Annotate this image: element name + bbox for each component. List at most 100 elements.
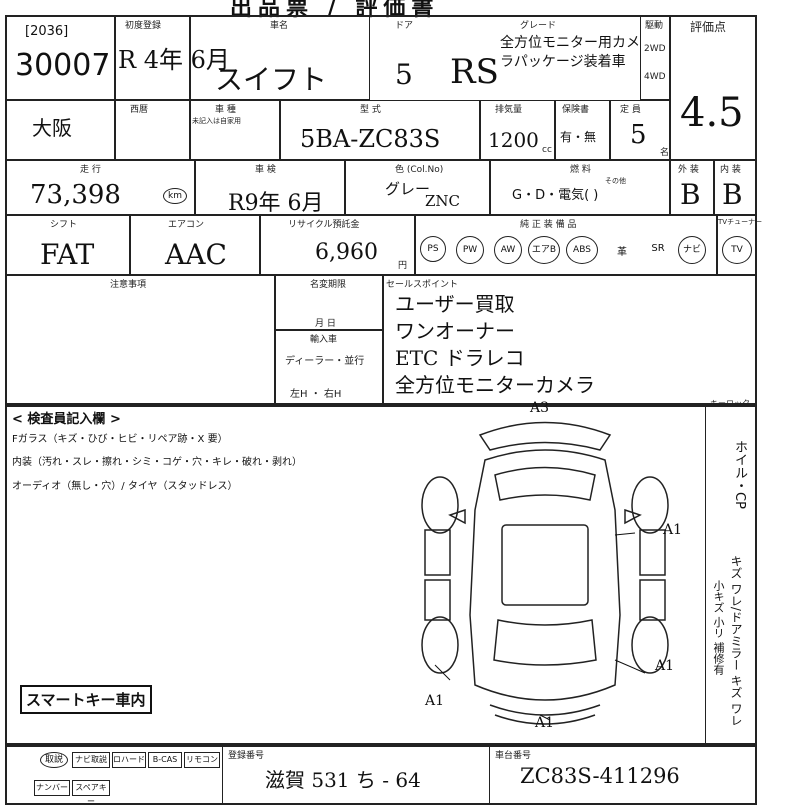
inspection-box: [195, 160, 345, 215]
aircon-box: [130, 215, 260, 275]
west-label: 西暦: [130, 105, 149, 115]
car-name-value: スイフト: [215, 63, 328, 96]
inspection-label: 車 検: [255, 165, 276, 175]
fuel-box: [490, 160, 670, 215]
damage-a3: A3: [530, 400, 550, 416]
lot-box: [5, 15, 115, 100]
sales-point-4: 全方位モニターカメラ: [395, 373, 595, 397]
fuel-options: G・D・電気( ): [512, 188, 599, 203]
tv-box: [717, 215, 757, 275]
inspector-heading: < 検査員記入欄 >: [12, 412, 121, 427]
interior-value: B: [722, 178, 743, 211]
sales-point-1: ユーザー買取: [395, 292, 515, 316]
car-name-box: [190, 15, 370, 100]
first-reg-value: R 4年 6月: [118, 46, 230, 74]
ins-box: [555, 100, 610, 160]
interior-label: 内 装: [720, 165, 741, 175]
cap-label: 定 員: [620, 105, 641, 115]
disp-box: [480, 100, 555, 160]
region-value: 大阪: [32, 116, 72, 140]
score-label: 評価点: [690, 20, 727, 34]
disp-value: 1200: [488, 128, 539, 152]
mileage-value: 73,398: [30, 180, 121, 210]
damage-a1-bottom: A1: [535, 715, 555, 731]
doc-spare-key: スペアキー: [72, 780, 110, 806]
mileage-label: 走 行: [80, 165, 101, 175]
ins-value: 有・無: [560, 130, 597, 144]
body-note: 未記入は自家用: [192, 117, 241, 125]
first-reg-box: [115, 15, 190, 100]
exterior-box: [670, 160, 714, 215]
body-box: [190, 100, 280, 160]
equip-navi: ナビ: [678, 236, 706, 264]
color-code: ZNC: [425, 192, 461, 210]
keyless-box: [705, 405, 757, 745]
chassis-label: 車台番号: [495, 751, 532, 761]
fuel-label: 燃 料: [570, 165, 591, 175]
notes-label: 注意事項: [110, 280, 147, 290]
sales-point-3: ETC ドラレコ: [395, 346, 525, 370]
drive-box: [640, 15, 670, 100]
inspector-line-3: オーディオ（無し・穴）/ タイヤ（スタッドレス）: [12, 481, 238, 492]
lot-number: 30007: [15, 48, 111, 83]
equip-airbag: エアB: [528, 236, 560, 264]
doc-navi-manual: ナビ取説: [72, 752, 110, 768]
equip-pw: PW: [456, 236, 484, 264]
name-change-box: [275, 275, 383, 330]
name-change-md: 月 日: [315, 319, 336, 329]
plate-value: 滋賀 531 ち - 64: [265, 768, 421, 792]
door-label: ドア: [395, 21, 414, 31]
sales-label: セールスポイント: [386, 280, 459, 290]
side-note-mirror: キズ ワレ/ドアミラー キズ ワレ: [729, 555, 743, 727]
recycle-box: [260, 215, 415, 275]
import-dealer: ディーラー・並行: [285, 356, 365, 367]
model-label: 型 式: [360, 105, 381, 115]
color-box: [345, 160, 490, 215]
equip-abs: ABS: [566, 236, 598, 264]
shift-label: シフト: [50, 220, 78, 230]
inspector-line-1: Fガラス（キズ・ひび・ヒビ・リペア跡・X 要）: [12, 434, 228, 445]
inspector-line-2: 内装（汚れ・スレ・擦れ・シミ・コゲ・穴・キレ・破れ・剥れ）: [12, 457, 302, 468]
ins-label: 保険書: [562, 105, 590, 115]
cap-value: 5: [630, 120, 647, 150]
damage-a1-right-bottom: A1: [655, 658, 675, 674]
lot-code: [2036]: [25, 24, 69, 39]
doc-bcas: B-CAS: [148, 752, 182, 768]
equip-tv: TV: [722, 236, 752, 264]
recycle-value: 6,960: [315, 240, 378, 265]
keyless-label: キーロック: [710, 399, 750, 408]
fuel-other: その他: [605, 177, 626, 185]
cap-unit: 名: [660, 148, 670, 158]
doc-ro: ロハード: [112, 752, 146, 768]
exterior-label: 外 装: [678, 165, 699, 175]
equipment-box: [415, 215, 717, 275]
drive-4wd: 4WD: [644, 72, 666, 82]
doc-manual: 取説: [40, 752, 68, 768]
grade-label: グレード: [520, 21, 557, 31]
mileage-unit: km: [163, 188, 187, 204]
drive-label: 駆動: [645, 21, 664, 31]
color-value: グレー: [385, 180, 431, 198]
score-value: 4.5: [680, 90, 744, 136]
smart-key-note: スマートキー車内: [20, 685, 152, 714]
mileage-box: [5, 160, 195, 215]
aircon-label: エアコン: [168, 220, 205, 230]
exterior-value: B: [680, 178, 701, 211]
recycle-unit: 円: [398, 261, 408, 271]
tv-label: TVチューナー: [718, 218, 763, 226]
door-value: 5: [395, 58, 413, 91]
grade-note: 全方位モニター用カメラパッケージ装着車: [500, 35, 640, 70]
disp-unit: cc: [542, 145, 552, 155]
model-box: [280, 100, 480, 160]
notes-box: [5, 275, 275, 405]
chassis-value: ZC83S-411296: [520, 764, 680, 788]
inspection-value: R9年 6月: [228, 191, 324, 216]
plate-label: 登録番号: [228, 751, 265, 761]
model-value: 5BA-ZC83S: [300, 125, 441, 153]
import-label: 輸入車: [310, 335, 338, 345]
import-handle: 左H ・ 右H: [290, 389, 342, 400]
color-label: 色 (Col.No): [395, 165, 444, 175]
damage-a1-left: A1: [425, 693, 445, 709]
body-label: 車 種: [215, 105, 236, 115]
equip-aw: AW: [494, 236, 522, 264]
